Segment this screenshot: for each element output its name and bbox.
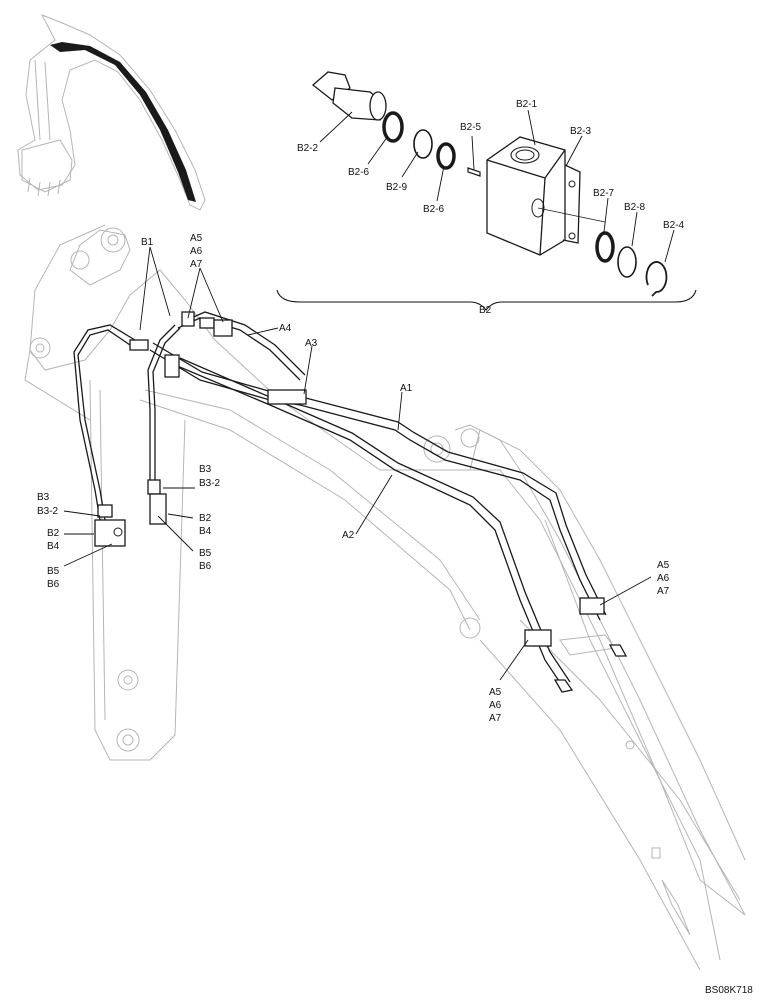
label-b3-left: B3 (37, 492, 50, 503)
label-b5-left: B5 (47, 566, 60, 577)
fitting-b2-2 (311, 71, 387, 121)
inset-thumbnail (17, 14, 206, 211)
label-b6-left: B6 (47, 579, 60, 590)
label-a6-low: A6 (489, 700, 502, 711)
label-a6-top: A6 (190, 246, 203, 257)
label-b2-7: B2-7 (593, 188, 615, 199)
label-group-b2: B2 (479, 305, 492, 316)
callout-labels: B2-1 B2-2 B2-3 B2-4 B2-5 B2-6 B2-6 B2-7 … (37, 99, 753, 996)
snapring-b2-4 (645, 261, 668, 297)
block-b2-1 (486, 136, 606, 256)
label-b2-4: B2-4 (663, 220, 685, 231)
label-a2: A2 (342, 530, 355, 541)
label-b4-left: B4 (47, 541, 60, 552)
label-b1: B1 (141, 237, 154, 248)
drawing-code: BS08K718 (705, 985, 753, 996)
label-b6-mid: B6 (199, 561, 212, 572)
label-b5-mid: B5 (199, 548, 212, 559)
label-a1: A1 (400, 383, 413, 394)
label-a6-right: A6 (657, 573, 670, 584)
label-a5-low: A5 (489, 687, 502, 698)
label-b2-1: B2-1 (516, 99, 538, 110)
label-a4: A4 (279, 323, 292, 334)
label-b3-2-left: B3-2 (37, 506, 59, 517)
label-a3: A3 (305, 338, 318, 349)
label-b3-mid: B3 (199, 464, 212, 475)
label-a5-top: A5 (190, 233, 203, 244)
label-b3-2-mid: B3-2 (199, 478, 221, 489)
pin-b2-5 (467, 167, 481, 177)
boom-outline (24, 224, 746, 971)
label-b2-2: B2-2 (297, 143, 319, 154)
label-b2-6a: B2-6 (348, 167, 370, 178)
label-b2-mid: B2 (199, 513, 212, 524)
ring-b2-9 (413, 129, 433, 159)
label-b2-left: B2 (47, 528, 60, 539)
hydraulic-lines (73, 311, 628, 693)
label-a7-top: A7 (190, 259, 203, 270)
label-b2-8: B2-8 (624, 202, 646, 213)
label-b4-mid: B4 (199, 526, 212, 537)
label-b2-5: B2-5 (460, 122, 482, 133)
label-b2-9: B2-9 (386, 182, 408, 193)
label-a7-low: A7 (489, 713, 502, 724)
oring-b2-6b (436, 142, 456, 170)
oring-b2-6a (382, 111, 404, 143)
label-b2-3: B2-3 (570, 126, 592, 137)
ring-b2-8 (617, 246, 637, 278)
label-b2-6b: B2-6 (423, 204, 445, 215)
b2-exploded-assembly (276, 71, 697, 311)
label-a7-right: A7 (657, 586, 670, 597)
label-a5-right: A5 (657, 560, 670, 571)
leader-lines (63, 109, 675, 681)
b2-group-brace (276, 289, 697, 311)
oring-b2-7 (595, 231, 615, 263)
